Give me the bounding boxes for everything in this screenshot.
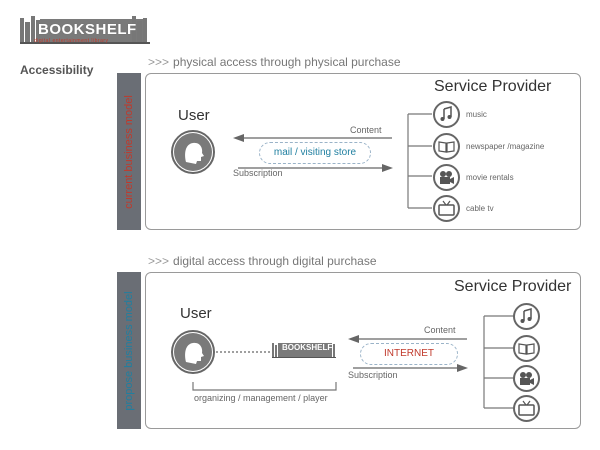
proposed-flow-arrows	[348, 335, 468, 372]
user-head-icon	[171, 330, 215, 374]
logo-tagline: digital entertainment library	[34, 38, 109, 44]
organizer-bracket	[192, 382, 337, 391]
proposed-provider-label: Service Provider	[454, 278, 572, 295]
current-model-side-bar: current business model	[117, 73, 141, 230]
service-music-label: music	[466, 110, 487, 119]
heading-arrows: >>>	[148, 254, 170, 268]
current-provider-label: Service Provider	[434, 78, 552, 95]
page-label: Accessibility	[20, 63, 94, 77]
service-cabletv-label: cable tv	[466, 204, 494, 213]
bookshelf-app-logo	[272, 341, 338, 361]
proposed-model-heading: >>>digital access through digital purcha…	[148, 254, 377, 268]
proposed-channel-pill: INTERNET	[360, 343, 458, 365]
current-model-heading: >>>physical access through physical purc…	[148, 55, 401, 69]
proposed-user-label: User	[180, 305, 212, 322]
logo-wordmark: BOOKSHELF	[38, 21, 137, 38]
current-provider-bracket	[407, 113, 432, 209]
current-content-label: Content	[350, 125, 382, 135]
proposed-content-label: Content	[424, 325, 456, 335]
logo-bars-graphic	[20, 16, 150, 44]
current-model-side-label: current business model	[123, 94, 135, 209]
service-movie-label: movie rentals	[466, 173, 514, 182]
service-newspaper-label: newspaper /magazine	[466, 142, 545, 151]
film-camera-icon	[433, 164, 460, 191]
app-logo-wordmark: BOOKSHELF	[282, 343, 333, 352]
heading-arrows: >>>	[148, 55, 170, 69]
tv-icon	[513, 395, 540, 422]
organizer-label: organizing / management / player	[194, 393, 328, 403]
proposed-subscription-label: Subscription	[348, 370, 398, 380]
book-icon	[513, 335, 540, 362]
proposed-heading-text: digital access through digital purchase	[173, 254, 377, 268]
music-note-icon	[433, 101, 460, 128]
proposed-provider-bracket	[483, 315, 514, 409]
book-icon	[433, 133, 460, 160]
proposed-model-side-bar: propose business model	[117, 272, 141, 429]
current-heading-text: physical access through physical purchas…	[173, 55, 401, 69]
tv-icon	[433, 195, 460, 222]
current-flow-arrows	[233, 134, 393, 172]
film-camera-icon	[513, 365, 540, 392]
user-head-icon	[171, 130, 215, 174]
proposed-model-side-label: propose business model	[123, 290, 135, 411]
current-user-label: User	[178, 107, 210, 124]
current-subscription-label: Subscription	[233, 168, 283, 178]
user-app-dotted-link	[216, 351, 272, 353]
bookshelf-logo	[20, 16, 150, 46]
current-channel-pill: mail / visiting store	[259, 142, 371, 164]
music-note-icon	[513, 303, 540, 330]
